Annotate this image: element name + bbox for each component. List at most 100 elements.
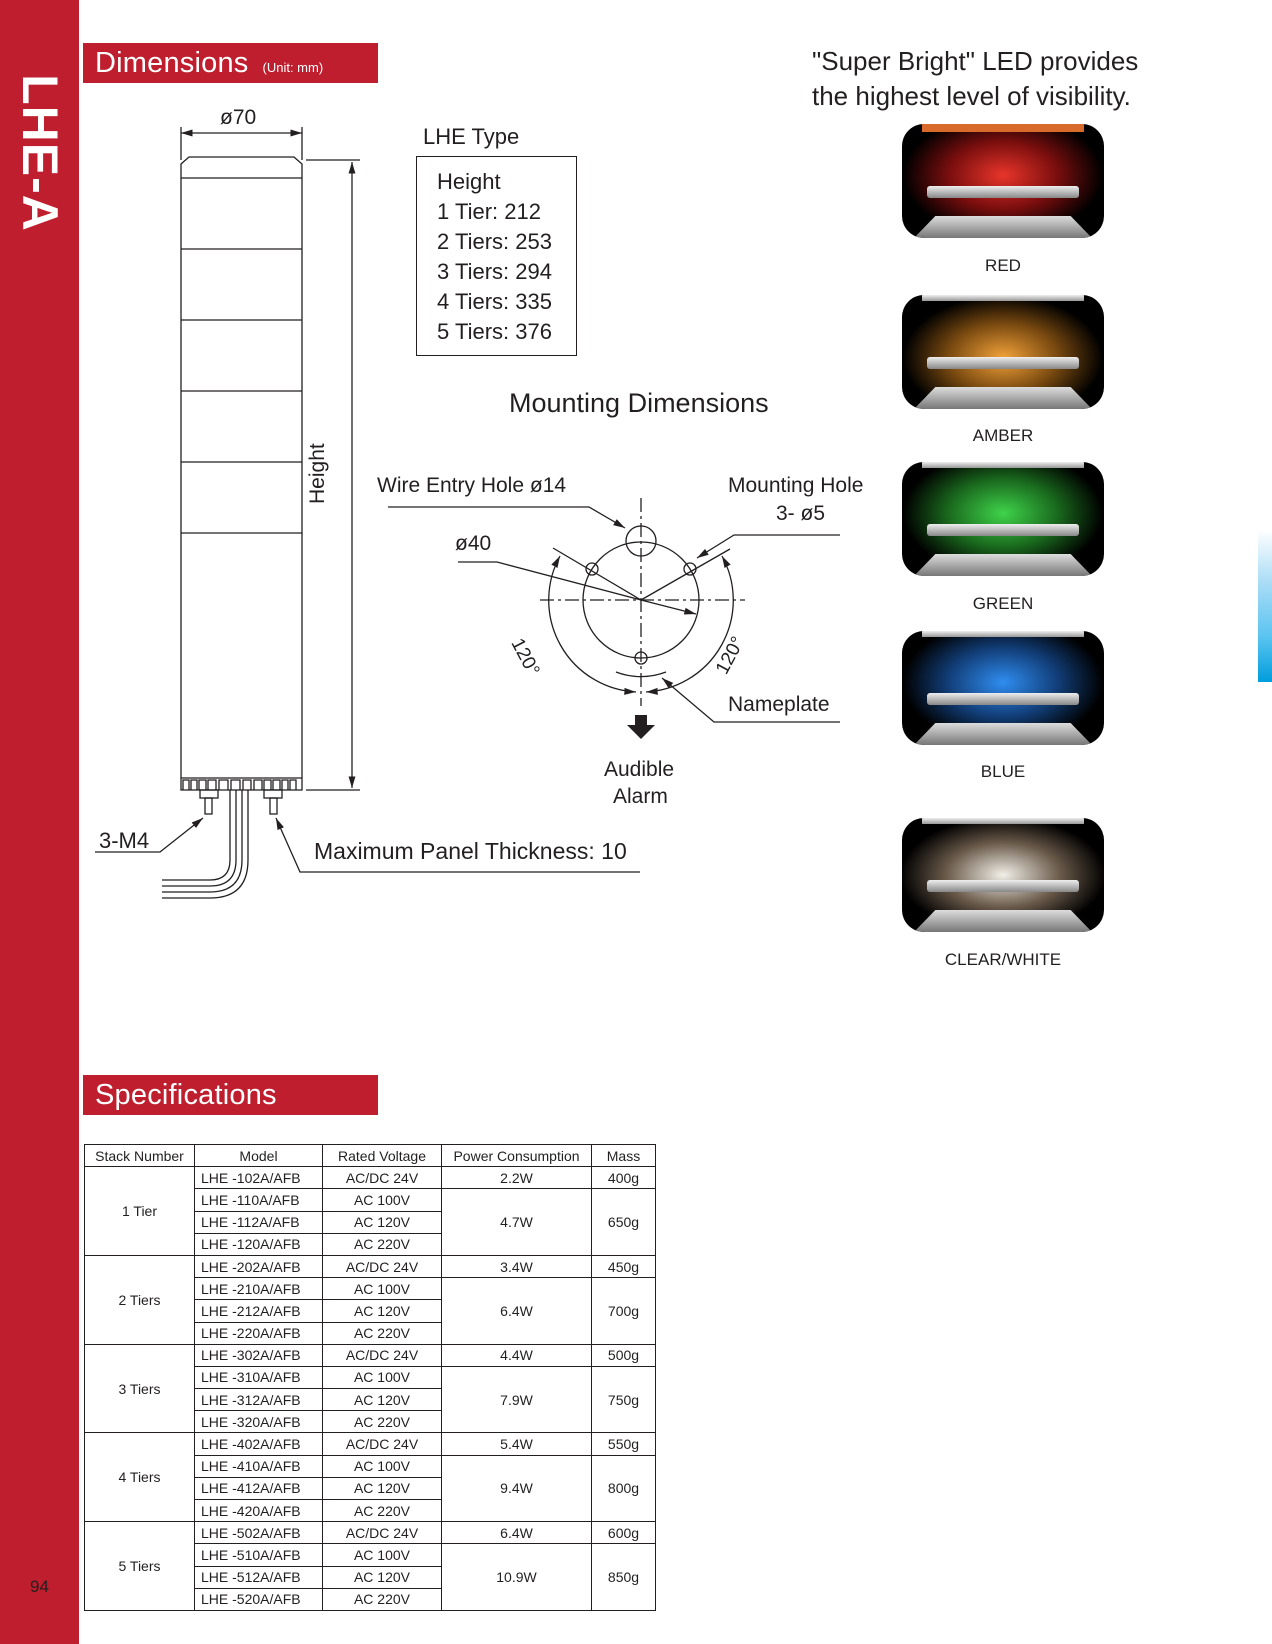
voltage-cell: AC 100V xyxy=(322,1365,442,1390)
angle-left-label: 120° xyxy=(506,635,544,680)
model-cell: LHE -420A/AFB xyxy=(194,1498,323,1523)
pitch-diameter-label: ø40 xyxy=(455,532,492,555)
page-number: 94 xyxy=(30,1577,49,1596)
height-row: 2 Tiers: 253 xyxy=(437,229,552,254)
led-label-red: RED xyxy=(985,256,1021,275)
voltage-cell: AC 100V xyxy=(322,1543,442,1567)
power-cell: 6.4W xyxy=(441,1277,592,1345)
power-cell: 5.4W xyxy=(441,1432,592,1456)
voltage-cell: AC 220V xyxy=(322,1587,442,1611)
mass-cell: 650g xyxy=(591,1188,656,1256)
height-heading: Height xyxy=(437,169,501,194)
power-cell: 6.4W xyxy=(441,1521,592,1545)
stack-number-cell: 3 Tiers xyxy=(84,1343,195,1434)
led-photo-clear-white xyxy=(902,818,1104,932)
voltage-cell: AC 100V xyxy=(322,1454,442,1478)
mass-cell: 500g xyxy=(591,1343,656,1367)
specifications-table: Stack Number Model Rated Voltage Power C… xyxy=(84,1143,656,1611)
diameter-label: ø70 xyxy=(220,106,257,129)
model-cell: LHE -502A/AFB xyxy=(194,1521,323,1545)
mass-cell: 400g xyxy=(591,1166,656,1190)
stack-number-cell: 5 Tiers xyxy=(84,1521,195,1611)
voltage-cell: AC 120V xyxy=(322,1476,442,1501)
dimensions-title: Dimensions xyxy=(95,46,249,79)
voltage-cell: AC/DC 24V xyxy=(322,1166,442,1190)
led-photo-amber xyxy=(902,295,1104,409)
column-header: Mass xyxy=(591,1143,656,1168)
voltage-cell: AC 100V xyxy=(322,1188,442,1212)
voltage-cell: AC/DC 24V xyxy=(322,1521,442,1545)
height-row: 4 Tiers: 335 xyxy=(437,289,552,314)
panel-thickness-label: Maximum Panel Thickness: 10 xyxy=(314,838,627,864)
column-header: Stack Number xyxy=(84,1143,195,1168)
nameplate-label: Nameplate xyxy=(728,693,830,716)
model-cell: LHE -410A/AFB xyxy=(194,1454,323,1478)
mass-cell: 750g xyxy=(591,1365,656,1434)
mass-cell: 850g xyxy=(591,1543,656,1611)
power-cell: 4.7W xyxy=(441,1188,592,1256)
led-label-blue: BLUE xyxy=(980,762,1026,781)
mass-cell: 700g xyxy=(591,1277,656,1345)
model-cell: LHE -210A/AFB xyxy=(194,1277,323,1301)
led-photo-green xyxy=(902,462,1104,576)
height-row: 5 Tiers: 376 xyxy=(437,319,552,344)
side-band xyxy=(0,0,79,1644)
stack-number-cell: 4 Tiers xyxy=(84,1432,195,1523)
model-cell: LHE -102A/AFB xyxy=(194,1166,323,1190)
mounting-hole-label: Mounting Hole xyxy=(728,474,864,497)
specifications-title: Specifications xyxy=(95,1078,277,1111)
model-cell: LHE -310A/AFB xyxy=(194,1365,323,1390)
power-cell: 9.4W xyxy=(441,1454,592,1523)
model-cell: LHE -212A/AFB xyxy=(194,1299,323,1323)
led-label-clear-white: CLEAR/WHITE xyxy=(944,950,1062,969)
dimensions-header: Dimensions (Unit: mm) xyxy=(83,43,378,83)
lhe-type-title: LHE Type xyxy=(423,124,520,149)
mounting-dimensions-title: Mounting Dimensions xyxy=(509,388,769,418)
voltage-cell: AC/DC 24V xyxy=(322,1432,442,1456)
table-header-row: Stack Number Model Rated Voltage Power C… xyxy=(84,1143,656,1168)
height-table-box: Height 1 Tier: 212 2 Tiers: 253 3 Tiers:… xyxy=(416,156,577,356)
height-row: 3 Tiers: 294 xyxy=(437,259,552,284)
power-cell: 3.4W xyxy=(441,1254,592,1279)
model-cell: LHE -412A/AFB xyxy=(194,1476,323,1501)
promo-line-1: "Super Bright" LED provides xyxy=(812,46,1139,76)
led-label-green: GREEN xyxy=(972,594,1034,613)
stack-number-cell: 1 Tier xyxy=(84,1166,195,1256)
voltage-cell: AC 120V xyxy=(322,1210,442,1234)
height-row: 1 Tier: 212 xyxy=(437,199,541,224)
product-series-title: LHE-A xyxy=(10,74,70,232)
power-cell: 10.9W xyxy=(441,1543,592,1611)
unit-label: (Unit: mm) xyxy=(262,59,324,75)
mass-cell: 550g xyxy=(591,1432,656,1456)
voltage-cell: AC/DC 24V xyxy=(322,1343,442,1367)
mounting-hole-count-label: 3- ø5 xyxy=(776,502,826,525)
specifications-header: Specifications xyxy=(83,1075,378,1115)
column-header: Model xyxy=(194,1143,323,1168)
voltage-cell: AC 220V xyxy=(322,1498,442,1523)
angle-right-label: 120° xyxy=(712,633,749,678)
voltage-cell: AC 220V xyxy=(322,1232,442,1256)
model-cell: LHE -120A/AFB xyxy=(194,1232,323,1256)
model-cell: LHE -512A/AFB xyxy=(194,1565,323,1589)
model-cell: LHE -520A/AFB xyxy=(194,1587,323,1611)
model-cell: LHE -202A/AFB xyxy=(194,1254,323,1279)
model-cell: LHE -220A/AFB xyxy=(194,1321,323,1345)
led-photo-blue xyxy=(902,631,1104,745)
column-header: Rated Voltage xyxy=(322,1143,442,1168)
model-cell: LHE -320A/AFB xyxy=(194,1410,323,1434)
wire-entry-label: Wire Entry Hole ø14 xyxy=(377,474,567,497)
height-axis-label: Height xyxy=(306,443,329,504)
